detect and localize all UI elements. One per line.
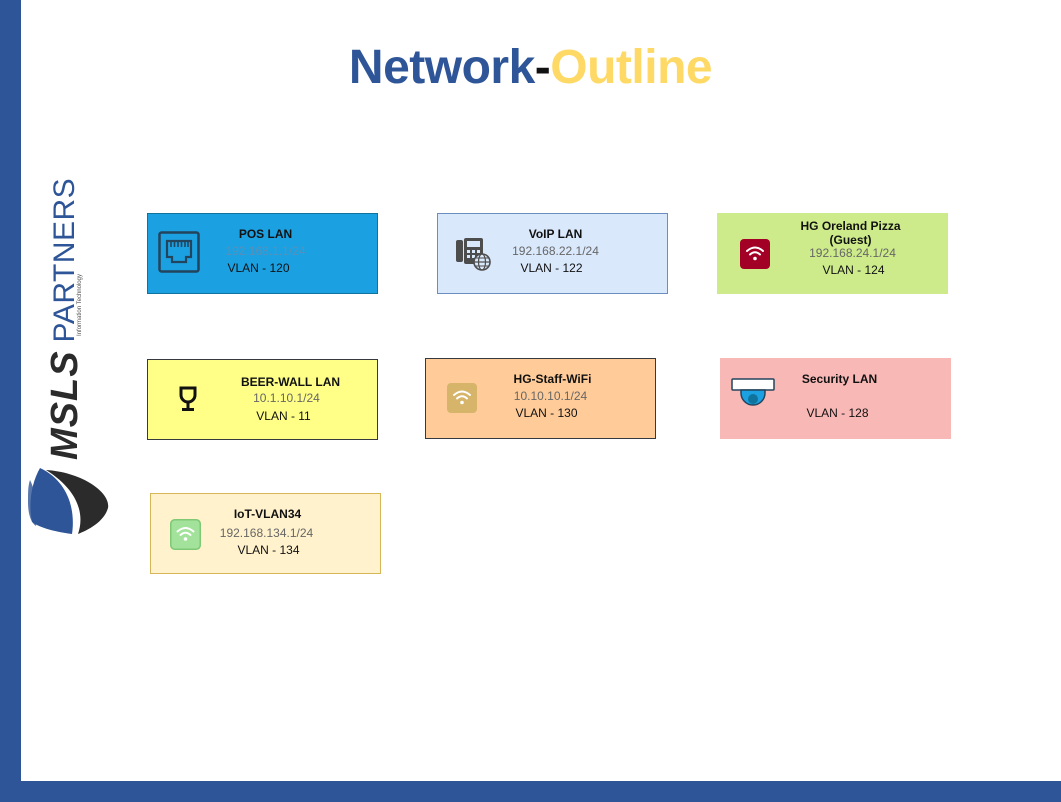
segment-vlan: VLAN - 130 [515,406,578,420]
wifi-icon [740,239,770,269]
segment-vlan: VLAN - 134 [237,543,300,557]
segment-name: Security LAN [801,372,878,386]
title-separator: - [534,41,551,94]
segment-box-guest-wifi[interactable]: HG Oreland Pizza (Guest) 192.168.24.1/24… [717,213,948,294]
segment-name: HG-Staff-WiFi [513,372,592,386]
ip-phone-icon [456,238,491,271]
segment-ip: 192.168.1.1/24 [225,244,306,258]
segment-box-beer-wall-lan[interactable]: BEER-WALL LAN 10.1.10.1/24 VLAN - 11 [147,359,378,440]
brand-tagline: Information Technology [77,274,83,336]
wifi-icon [447,383,477,413]
segment-name: BEER-WALL LAN [240,375,341,389]
segment-box-security-lan[interactable]: Security LAN VLAN - 128 [720,358,951,439]
segment-box-pos-lan[interactable]: POS LAN 192.168.1.1/24 VLAN - 120 [147,213,378,294]
bottom-brand-bar [21,781,1061,802]
ethernet-port-icon [158,231,200,273]
segment-box-staff-wifi[interactable]: HG-Staff-WiFi 10.10.10.1/24 VLAN - 130 [425,358,656,439]
segment-ip: 10.1.10.1/24 [253,391,320,405]
segment-vlan: VLAN - 124 [822,263,885,277]
brand-logo: MSLS PARTNERS [30,178,100,460]
title-part-network: Network [348,41,535,94]
wifi-icon [170,519,201,550]
segment-box-iot-vlan[interactable]: IoT-VLAN34 192.168.134.1/24 VLAN - 134 [150,493,381,574]
segment-vlan: VLAN - 11 [256,409,311,423]
segment-ip: 192.168.134.1/24 [219,526,314,540]
segment-vlan: VLAN - 122 [520,261,583,275]
glass-icon [179,386,197,411]
segment-box-voip-lan[interactable]: VoIP LAN 192.168.22.1/24 VLAN - 122 [437,213,668,294]
security-camera-icon [731,378,775,406]
segment-ip: 10.10.10.1/24 [513,389,588,403]
segment-vlan: VLAN - 128 [806,406,869,420]
segment-ip: 192.168.22.1/24 [512,244,599,258]
segment-name: IoT-VLAN34 [233,507,302,521]
segment-name: POS LAN [238,227,293,241]
page-title: Network-Outline [0,40,1061,96]
title-part-outline: Outline [550,41,713,94]
segment-name: VoIP LAN [528,227,583,241]
segment-ip: 192.168.24.1/24 [809,246,896,260]
segment-vlan: VLAN - 120 [227,261,290,275]
segment-name: HG Oreland Pizza (Guest) [800,219,901,247]
left-brand-bar [0,0,21,802]
brand-sail-icon [28,468,109,534]
